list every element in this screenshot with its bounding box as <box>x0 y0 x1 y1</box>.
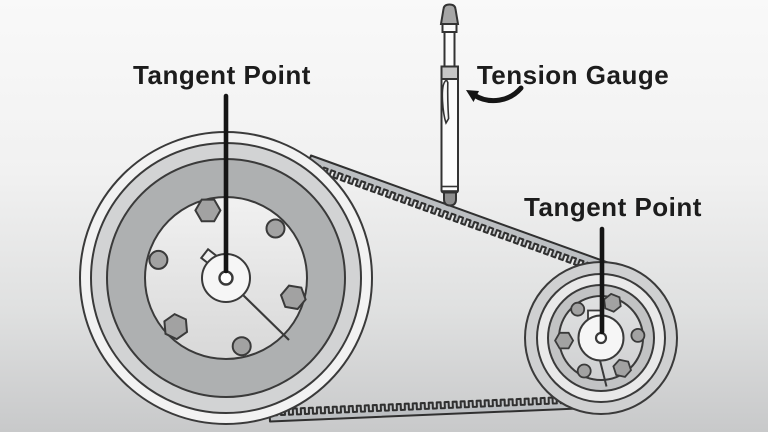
small-pulley-spoke <box>599 360 608 387</box>
gauge-clip <box>441 78 450 125</box>
bolt-hex-icon <box>603 292 622 313</box>
bolt-circle-icon <box>265 218 286 239</box>
large-pulley-bolts <box>148 198 307 357</box>
gauge-arrow-head <box>466 90 479 102</box>
gauge-stem <box>443 31 456 68</box>
bolt-circle-icon <box>630 327 646 343</box>
gauge-cap <box>439 3 460 25</box>
small-pulley-bore <box>594 331 608 345</box>
bolt-hex-icon <box>612 358 633 378</box>
bolt-circle-icon <box>570 301 586 317</box>
bolt-circle-icon <box>576 363 592 379</box>
gauge-tip <box>443 191 457 207</box>
bolt-hex-icon <box>194 198 222 223</box>
bolt-hex-icon <box>554 331 575 350</box>
belt-upper-run <box>305 154 617 278</box>
bolt-hex-icon <box>163 312 189 341</box>
large-pulley-spoke <box>242 294 290 341</box>
gauge-barrel-band <box>440 65 459 80</box>
tension-gauge <box>439 3 460 207</box>
small-tangent-label: Tangent Point <box>524 192 702 222</box>
gauge-arrow-curve <box>471 85 524 104</box>
gauge-collar <box>441 23 458 33</box>
bolt-circle-icon <box>148 249 169 270</box>
small-pulley-bolts <box>554 292 646 379</box>
small-pulley <box>524 261 678 415</box>
large-tangent-label: Tangent Point <box>133 60 311 90</box>
large-pulley-bore <box>218 270 234 286</box>
bolt-circle-icon <box>231 336 252 357</box>
bolt-hex-icon <box>279 284 307 311</box>
tension-gauge-label: Tension Gauge <box>477 60 669 90</box>
gauge-arrow <box>466 85 524 104</box>
